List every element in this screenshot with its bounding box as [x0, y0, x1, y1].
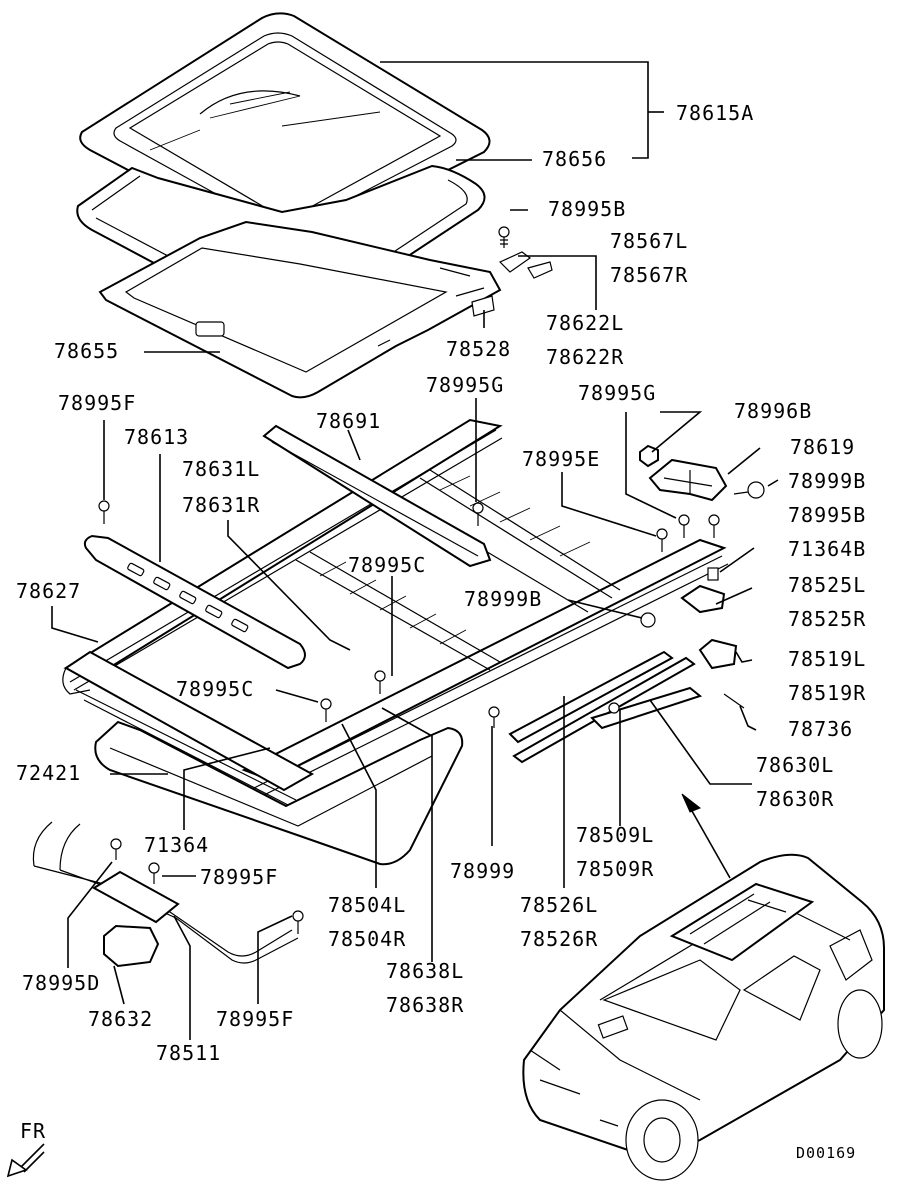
label-78995D: 78995D — [22, 971, 100, 995]
label-78525L: 78525L — [788, 573, 866, 597]
label-78619: 78619 — [790, 435, 855, 459]
label-72421: 72421 — [16, 761, 81, 785]
clip-78567 — [471, 251, 553, 317]
label-78613: 78613 — [124, 425, 189, 449]
label-78509R: 78509R — [576, 857, 654, 881]
label-78622R: 78622R — [546, 345, 624, 369]
label-78615A: 78615A — [676, 101, 754, 125]
label-78995C-lower: 78995C — [176, 677, 254, 701]
label-78999B-upper: 78999B — [788, 469, 866, 493]
label-78630L: 78630L — [756, 753, 834, 777]
label-78528: 78528 — [446, 337, 511, 361]
label-78632: 78632 — [88, 1007, 153, 1031]
label-78519L: 78519L — [788, 647, 866, 671]
side-parts-78525-78519 — [680, 567, 745, 709]
label-78519R: 78519R — [788, 681, 866, 705]
arrow-to-vehicle — [687, 803, 731, 879]
diagram-code: D00169 — [796, 1144, 856, 1162]
bolt-78999B-upper — [733, 481, 765, 499]
label-78655: 78655 — [54, 339, 119, 363]
label-71364: 71364 — [144, 833, 209, 857]
drive-cable-motor — [32, 821, 304, 968]
slide-rails-lower — [508, 650, 703, 764]
label-71364B: 71364B — [788, 537, 866, 561]
roof-frame — [98, 220, 502, 399]
label-78509L: 78509L — [576, 823, 654, 847]
guide-rail-assembly — [62, 418, 729, 866]
label-78995G-right: 78995G — [578, 381, 656, 405]
part-labels: 78615A 78656 78995B 78567L 78567R 78622L… — [16, 101, 866, 1162]
screws-rail — [98, 500, 720, 728]
label-78995F-left: 78995F — [58, 391, 136, 415]
bracket-78619 — [648, 458, 728, 502]
label-78995C-upper: 78995C — [348, 553, 426, 577]
label-78736: 78736 — [788, 717, 853, 741]
label-78996B: 78996B — [734, 399, 812, 423]
label-78656: 78656 — [542, 147, 607, 171]
label-78995G-center: 78995G — [426, 373, 504, 397]
label-78526R: 78526R — [520, 927, 598, 951]
label-78525R: 78525R — [788, 607, 866, 631]
direction-label: FR — [20, 1119, 46, 1143]
screw-78995B-top — [498, 226, 510, 248]
label-78622L: 78622L — [546, 311, 624, 335]
label-78504L: 78504L — [328, 893, 406, 917]
label-78995B-top: 78995B — [548, 197, 626, 221]
label-78504R: 78504R — [328, 927, 406, 951]
label-78999: 78999 — [450, 859, 515, 883]
label-78638R: 78638R — [386, 993, 464, 1017]
label-78630R: 78630R — [756, 787, 834, 811]
label-78631R: 78631R — [182, 493, 260, 517]
front-direction-arrow — [6, 1143, 45, 1178]
cross-bar-78691 — [262, 424, 492, 568]
leader-lines — [51, 61, 779, 1040]
arrow-head — [681, 793, 701, 813]
label-78631L: 78631L — [182, 457, 260, 481]
label-78511: 78511 — [156, 1041, 221, 1065]
label-78627: 78627 — [16, 579, 81, 603]
wind-deflector-78613 — [83, 534, 306, 670]
label-78691: 78691 — [316, 409, 381, 433]
vehicle-illustration — [522, 853, 885, 1181]
label-78567R: 78567R — [610, 263, 688, 287]
label-78995F-middle: 78995F — [200, 865, 278, 889]
label-78995F-bottom: 78995F — [216, 1007, 294, 1031]
label-78995E: 78995E — [522, 447, 600, 471]
label-78999B-lower: 78999B — [464, 587, 542, 611]
label-78638L: 78638L — [386, 959, 464, 983]
label-78995B-right: 78995B — [788, 503, 866, 527]
label-78526L: 78526L — [520, 893, 598, 917]
label-78567L: 78567L — [610, 229, 688, 253]
